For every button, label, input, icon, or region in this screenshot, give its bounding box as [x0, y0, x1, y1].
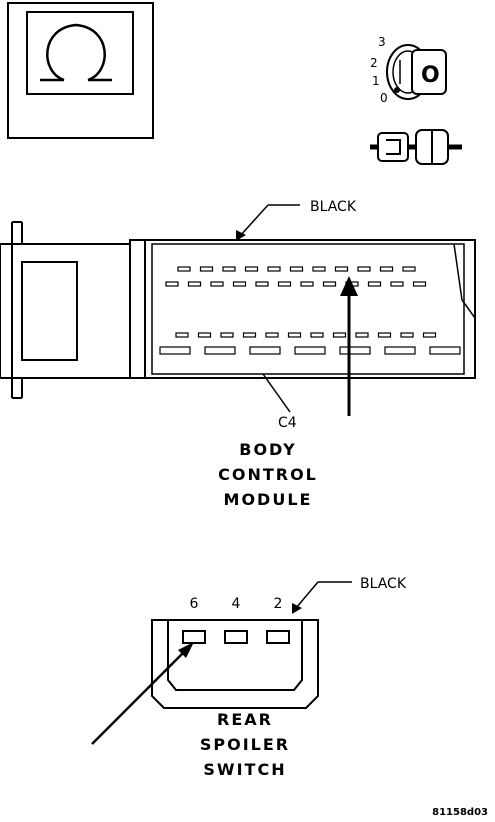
- bcm-pin-cavity: [232, 281, 247, 287]
- bcm-pin-cavity: [312, 266, 326, 272]
- bcm-pin-cavity: [265, 332, 279, 338]
- spoiler-pin-label-2: 2: [274, 596, 283, 612]
- bcm-pin-cavity: [379, 266, 394, 272]
- bcm-pin-cavity: [322, 281, 337, 287]
- bcm-pin-cavity: [429, 346, 461, 355]
- bcm-pin-cavity: [249, 346, 281, 355]
- bcm-pin-cavity: [339, 346, 371, 355]
- bcm-pin-cavity: [210, 281, 224, 287]
- spoiler-pin-label-6: 6: [190, 596, 199, 612]
- ignition-position-3: 3: [378, 35, 386, 49]
- spoiler-title-line-2: SPOILER: [200, 735, 290, 754]
- bcm-pin-cavity: [287, 332, 302, 338]
- bcm-pin-cavity: [384, 346, 416, 355]
- spoiler-pin-label-4: 4: [232, 596, 241, 612]
- bcm-pin-cavity: [289, 266, 304, 272]
- spoiler-color-callout: BLACK: [292, 576, 407, 614]
- bcm-pin-cavity: [294, 346, 326, 355]
- bcm-pin-cavity: [222, 266, 236, 272]
- bcm-pin-cavity: [402, 266, 416, 272]
- spoiler-switch-connector: [151, 619, 319, 709]
- bcm-color-callout: BLACK: [236, 199, 357, 241]
- bcm-pin-cavity: [422, 332, 437, 338]
- bcm-pin-cavity: [165, 281, 179, 287]
- bcm-pin-cavity: [187, 281, 202, 287]
- ignition-position-2: 2: [370, 56, 378, 70]
- terminal-probe-icon: [370, 129, 462, 165]
- figure-id: 81158d03: [432, 807, 488, 818]
- bcm-pin-cavity: [412, 281, 427, 287]
- spoiler-pin-pointer-arrow: [91, 642, 194, 745]
- bcm-pin-cavity: [400, 332, 414, 338]
- bcm-pin-cavity: [199, 266, 214, 272]
- bcm-pin-cavity: [300, 281, 314, 287]
- bcm-pin-cavity: [255, 281, 269, 287]
- ignition-key-label: O: [421, 63, 440, 88]
- bcm-color-label: BLACK: [310, 199, 357, 215]
- bcm-pin-cavity: [390, 281, 404, 287]
- bcm-pin-cavity: [355, 332, 369, 338]
- bcm-pin-cavity: [357, 266, 371, 272]
- bcm-pin-cavity: [204, 346, 236, 355]
- spoiler-color-label: BLACK: [360, 576, 407, 592]
- bcm-pin-cavity: [377, 332, 392, 338]
- bcm-pin-cavity: [367, 281, 382, 287]
- ignition-position-0: 0: [380, 91, 388, 105]
- bcm-pin-cavities: [159, 266, 461, 355]
- ohmmeter-icon: [7, 2, 154, 139]
- ignition-switch-icon: 3 2 1 0 O: [370, 35, 447, 105]
- bcm-pin-cavity: [177, 266, 191, 272]
- bcm-pin-cavity: [220, 332, 234, 338]
- bcm-pin-cavity: [267, 266, 281, 272]
- bcm-title-line-1: BODY: [239, 440, 297, 459]
- bcm-title-line-2: CONTROL: [218, 465, 318, 484]
- ignition-position-1: 1: [372, 74, 380, 88]
- bcm-pin-pointer-arrow: [340, 276, 358, 416]
- bcm-pin-cavity: [197, 332, 212, 338]
- bcm-pin-cavity: [242, 332, 257, 338]
- bcm-pin-cavity: [334, 266, 349, 272]
- bcm-pin-cavity: [332, 332, 347, 338]
- spoiler-title-line-1: REAR: [217, 710, 273, 729]
- bcm-pin-cavity: [175, 332, 189, 338]
- bcm-pin-cavity: [277, 281, 292, 287]
- bcm-pin-cavity: [159, 346, 191, 355]
- bcm-connector-c4: [0, 221, 476, 399]
- spoiler-title-line-3: SWITCH: [203, 760, 286, 779]
- bcm-pin-cavity: [244, 266, 259, 272]
- bcm-pin-cavity: [310, 332, 324, 338]
- bcm-connector-label: C4: [278, 415, 297, 431]
- bcm-title-line-3: MODULE: [224, 490, 313, 509]
- bcm-connector-callout: C4: [262, 373, 297, 431]
